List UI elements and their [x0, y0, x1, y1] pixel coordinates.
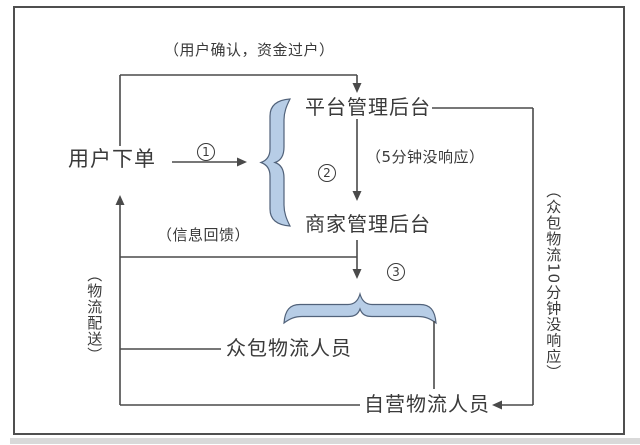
node-merchant-backend: 商家管理后台	[305, 212, 431, 236]
arrowhead-into-merchant	[352, 191, 362, 201]
arrowhead-step1	[237, 157, 247, 167]
label-logistics-delivery: （物流配送）	[85, 267, 104, 363]
diagram-border	[13, 6, 625, 435]
node-self-logistics: 自营物流人员	[364, 392, 490, 416]
node-user-order: 用户下单	[68, 147, 156, 171]
left-curly-brace	[259, 98, 292, 227]
step-2-badge: 2	[318, 164, 336, 182]
label-no-response-5min: （5分钟没响应）	[366, 148, 485, 166]
bottom-curly-brace	[283, 291, 437, 325]
step-3-badge: 3	[387, 263, 405, 281]
node-platform-backend: 平台管理后台	[305, 95, 431, 119]
label-crowd-no-response-10min: （众包物流10分钟没响应）	[544, 183, 563, 381]
step-1-badge: 1	[197, 143, 215, 161]
label-info-feedback: （信息回馈）	[157, 226, 251, 244]
arrowhead-into-user-order	[115, 195, 125, 205]
bottom-shadow-strip	[10, 438, 640, 444]
arrowhead-into-logistics-group	[352, 269, 362, 279]
node-crowd-logistics: 众包物流人员	[226, 336, 352, 360]
arrowhead-into-platform	[352, 83, 362, 93]
label-user-confirm-transfer: （用户确认，资金过户）	[164, 41, 335, 59]
arrowhead-into-self-logistics	[492, 400, 502, 410]
